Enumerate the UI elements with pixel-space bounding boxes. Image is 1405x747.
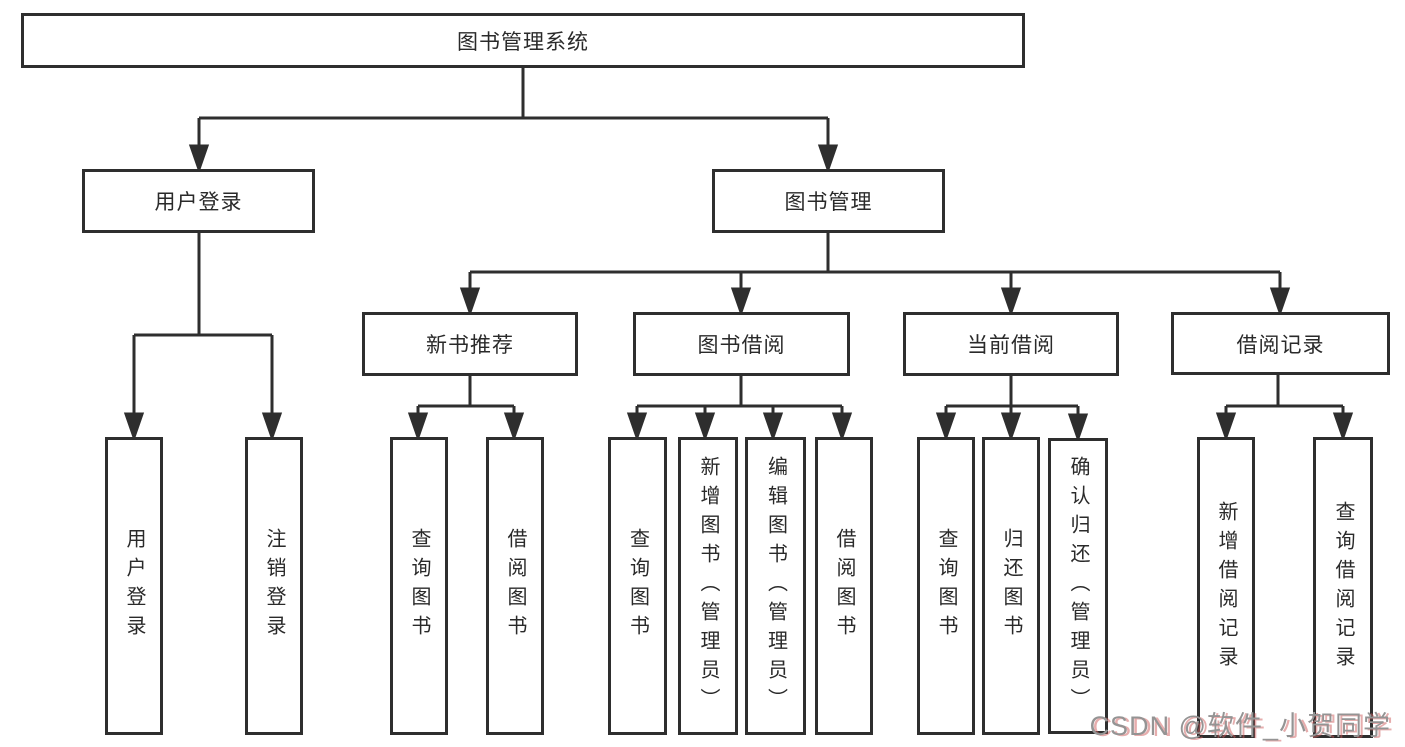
leaf-rec-query-books-label: 查询图书: [408, 528, 430, 644]
leaf-cur-return-books: 归还图书: [982, 437, 1040, 735]
leaf-bor-add-books: 新增图书（管理员）: [678, 437, 738, 735]
leaf-cur-confirm-return: 确认归还（管理员）: [1048, 438, 1108, 734]
node-root: 图书管理系统: [21, 13, 1025, 68]
node-user-login-label: 用户登录: [154, 191, 243, 214]
leaf-bor-edit-books-label: 编辑图书（管理员）: [764, 455, 787, 717]
leaf-cur-confirm-return-label: 确认归还（管理员）: [1067, 455, 1089, 717]
node-current-borrow-label: 当前借阅: [967, 334, 1055, 357]
leaf-bor-borrow-books-label: 借阅图书: [833, 528, 855, 644]
leaf-rec-borrow-books: 借阅图书: [486, 437, 544, 735]
connector-new-book-rec: [407, 376, 525, 442]
leaf-user-login: 用户登录: [105, 437, 163, 735]
connector-current-borrow: [935, 376, 1089, 443]
leaf-query-borrow-record-label: 查询借阅记录: [1332, 500, 1354, 675]
node-book-mgmt: 图书管理: [712, 169, 945, 233]
leaf-cur-return-books-label: 归还图书: [1000, 528, 1022, 644]
leaf-add-borrow-record-label: 新增借阅记录: [1215, 500, 1237, 675]
leaf-bor-borrow-books: 借阅图书: [815, 437, 873, 735]
leaf-bor-edit-books: 编辑图书（管理员）: [745, 437, 806, 735]
node-book-borrow-label: 图书借阅: [697, 334, 786, 357]
node-root-label: 图书管理系统: [457, 30, 589, 54]
leaf-logout-label: 注销登录: [263, 528, 285, 644]
leaf-logout: 注销登录: [245, 437, 303, 735]
node-borrow-records-label: 借阅记录: [1236, 333, 1325, 357]
node-book-borrow: 图书借阅: [633, 312, 850, 376]
connector-root: [188, 68, 839, 174]
node-new-book-rec-label: 新书推荐: [426, 334, 514, 357]
connector-book-borrow: [626, 376, 853, 442]
leaf-bor-query-books-label: 查询图书: [626, 528, 649, 644]
node-borrow-records: 借阅记录: [1171, 312, 1390, 375]
leaf-add-borrow-record: 新增借阅记录: [1197, 437, 1255, 738]
node-user-login: 用户登录: [82, 169, 315, 233]
leaf-rec-query-books: 查询图书: [390, 437, 448, 735]
leaf-rec-borrow-books-label: 借阅图书: [504, 528, 526, 644]
node-new-book-rec: 新书推荐: [362, 312, 578, 376]
connector-book-mgmt: [459, 233, 1291, 317]
node-book-mgmt-label: 图书管理: [784, 191, 873, 214]
leaf-bor-query-books: 查询图书: [608, 437, 667, 735]
connector-borrow-records: [1215, 375, 1354, 442]
leaf-cur-query-books: 查询图书: [917, 437, 975, 735]
connector-user-login: [123, 233, 283, 442]
leaf-query-borrow-record: 查询借阅记录: [1313, 437, 1373, 738]
csdn-watermark: CSDN @软件_小贺同学: [1089, 711, 1391, 741]
leaf-cur-query-books-label: 查询图书: [935, 528, 957, 644]
leaf-user-login-label: 用户登录: [123, 528, 145, 644]
leaf-bor-add-books-label: 新增图书（管理员）: [697, 455, 719, 717]
node-current-borrow: 当前借阅: [903, 312, 1119, 376]
